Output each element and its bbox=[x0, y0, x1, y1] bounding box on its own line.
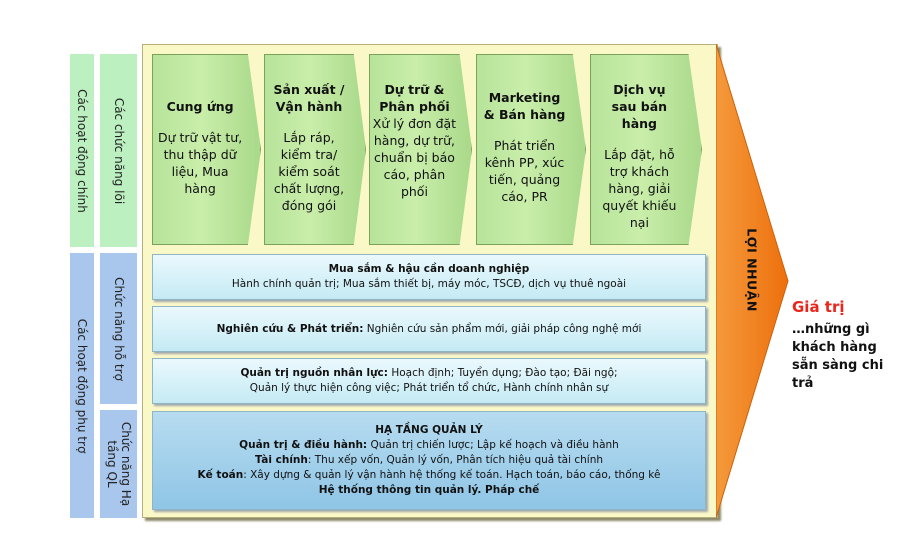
infrastructure-title: HẠ TẦNG QUẢN LÝ bbox=[375, 424, 483, 436]
rnd-desc: Nghiên cứu sản phẩm mới, giải pháp công … bbox=[363, 322, 642, 335]
support-activities-band: Các hoạt động phụ trợ bbox=[70, 253, 94, 518]
infrastructure-line: Kế toán: Xây dựng & quản lý vận hành hệ … bbox=[198, 468, 661, 483]
chevron-distribution: Dự trữ & Phân phối Xử lý đơn đặt hàng, d… bbox=[369, 54, 472, 245]
procurement-box: Mua sắm & hậu cần doanh nghiệp Hành chín… bbox=[152, 254, 706, 300]
procurement-desc: Hành chính quản trị; Mua sắm thiết bị, m… bbox=[231, 278, 627, 290]
hr-line-1: Quản trị nguồn nhân lực: Hoạch định; Tuy… bbox=[240, 366, 617, 381]
main-activities-label: Các hoạt động chính bbox=[75, 88, 89, 213]
chevron-desc: Lắp ráp, kiểm tra/ kiểm soát chất lượng,… bbox=[273, 130, 345, 213]
infrastructure-functions-band: Chức năng Hạ tầng QL bbox=[100, 410, 137, 518]
infrastructure-box: HẠ TẦNG QUẢN LÝ Quản trị & điều hành: Qu… bbox=[152, 411, 706, 510]
chevron-desc: Xử lý đơn đặt hàng, dự trữ, chuẩn bị báo… bbox=[372, 116, 457, 199]
chevron-title: Marketing & Bán hàng bbox=[483, 90, 566, 122]
support-functions-band: Chức năng hỗ trợ bbox=[100, 253, 137, 404]
core-functions-label: Các chức năng lõi bbox=[111, 97, 126, 204]
governance-label: Quản trị & điều hành: bbox=[239, 439, 368, 451]
profit-label: LỢI NHUẬN bbox=[744, 228, 760, 312]
procurement-title: Mua sắm & hậu cần doanh nghiệp bbox=[328, 263, 530, 275]
hr-desc-1: Hoạch định; Tuyển dụng; Đào tạo; Đãi ngộ… bbox=[387, 367, 618, 379]
chevron-desc: Lắp đặt, hỗ trợ khách hàng, giải quyết k… bbox=[602, 147, 677, 230]
chevron-after-sales: Dịch vụ sau bán hàng Lắp đặt, hỗ trợ khá… bbox=[590, 54, 702, 245]
chevron-title: Cung ứng bbox=[166, 99, 234, 114]
support-functions-label: Chức năng hỗ trợ bbox=[111, 276, 126, 381]
chevron-operations: Sản xuất / Vận hành Lắp ráp, kiểm tra/ k… bbox=[264, 54, 366, 245]
core-functions-band: Các chức năng lõi bbox=[100, 54, 137, 247]
rnd-line: Nghiên cứu & Phát triển: Nghiên cứu sản … bbox=[217, 322, 642, 337]
finance-label: Tài chính bbox=[254, 454, 308, 466]
infrastructure-line: Tài chính: Thu xếp vốn, Quản lý vốn, Phâ… bbox=[255, 453, 603, 468]
chevron-title: Dịch vụ sau bán hàng bbox=[611, 82, 668, 131]
value-desc: …những gì khách hàng sẵn sàng chi trả bbox=[792, 322, 884, 391]
mis-legal: Hệ thống thông tin quản lý. Pháp chế bbox=[318, 484, 540, 496]
accounting-label: Kế toán bbox=[197, 469, 244, 481]
infrastructure-functions-label: Chức năng Hạ tầng QL bbox=[104, 421, 133, 507]
profit-arrow bbox=[716, 44, 789, 518]
rnd-box: Nghiên cứu & Phát triển: Nghiên cứu sản … bbox=[152, 306, 706, 352]
chevron-title: Dự trữ & Phân phối bbox=[379, 82, 450, 114]
accounting-text: : Xây dựng & quản lý vận hành hệ thống k… bbox=[243, 469, 661, 481]
chevron-title: Sản xuất / Vận hành bbox=[273, 82, 345, 114]
hr-box: Quản trị nguồn nhân lực: Hoạch định; Tuy… bbox=[152, 358, 706, 404]
finance-text: : Thu xếp vốn, Quản lý vốn, Phân tích hi… bbox=[307, 454, 604, 466]
value-title: Giá trị bbox=[792, 298, 845, 316]
infrastructure-line: Quản trị & điều hành: Quản trị chiến lượ… bbox=[239, 438, 619, 453]
hr-title: Quản trị nguồn nhân lực: bbox=[240, 367, 388, 379]
support-activities-label: Các hoạt động phụ trợ bbox=[75, 318, 89, 453]
rnd-title: Nghiên cứu & Phát triển: bbox=[216, 322, 364, 335]
chevron-desc: Phát triển kênh PP, xúc tiến, quảng cáo,… bbox=[484, 138, 565, 204]
chevron-marketing: Marketing & Bán hàng Phát triển kênh PP,… bbox=[476, 54, 586, 245]
main-activities-band: Các hoạt động chính bbox=[70, 54, 94, 247]
hr-desc-2: Quản lý thực hiện công việc; Phát triển … bbox=[249, 382, 609, 394]
chevron-procurement: Cung ứng Dự trữ vật tư, thu thập dữ liệu… bbox=[152, 54, 261, 245]
chevron-desc: Dự trữ vật tư, thu thập dữ liệu, Mua hàn… bbox=[157, 130, 243, 196]
governance-text: Quản trị chiến lược; Lập kế hoạch và điề… bbox=[367, 439, 619, 451]
